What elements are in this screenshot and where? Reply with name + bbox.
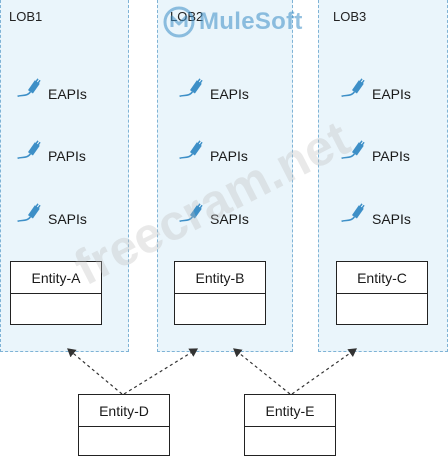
connector-plug-icon xyxy=(179,78,203,98)
mulesoft-watermark: MuleSoft xyxy=(163,6,303,38)
lob2-sapis: SAPIs xyxy=(178,203,249,229)
connector-plug-icon xyxy=(341,78,365,98)
entity-b-box: Entity-B xyxy=(174,261,266,325)
connector-plug-icon xyxy=(17,140,41,160)
lob1-eapis: EAPIs xyxy=(16,78,87,104)
entity-e-title: Entity-E xyxy=(245,395,335,427)
entity-d-title: Entity-D xyxy=(79,395,169,427)
lob3-eapis: EAPIs xyxy=(340,78,411,104)
api-label: SAPIs xyxy=(210,211,249,227)
mulesoft-wordmark: MuleSoft xyxy=(199,8,303,35)
api-label: PAPIs xyxy=(372,148,410,164)
entity-e-box: Entity-E xyxy=(244,394,336,456)
arrow-e-to-c xyxy=(291,348,357,395)
connector-plug-icon xyxy=(341,203,365,223)
lob2-papis: PAPIs xyxy=(178,140,248,166)
connector-plug-icon xyxy=(179,203,203,223)
lob3-sapis: SAPIs xyxy=(340,203,411,229)
lob1-label: LOB1 xyxy=(9,9,43,24)
lob1-sapis: SAPIs xyxy=(16,203,87,229)
entity-a-title: Entity-A xyxy=(11,262,101,294)
lob1-papis: PAPIs xyxy=(16,140,86,166)
arrow-e-to-b xyxy=(233,348,291,395)
api-label: PAPIs xyxy=(210,148,248,164)
connector-plug-icon xyxy=(17,203,41,223)
entity-c-title: Entity-C xyxy=(337,262,427,294)
api-label: EAPIs xyxy=(210,86,249,102)
arrow-d-to-b xyxy=(123,348,199,395)
api-label: EAPIs xyxy=(48,86,87,102)
entity-a-box: Entity-A xyxy=(10,261,102,325)
entity-c-box: Entity-C xyxy=(336,261,428,325)
arrow-d-to-a xyxy=(67,348,123,395)
connector-plug-icon xyxy=(17,78,41,98)
connector-plug-icon xyxy=(179,140,203,160)
lob3-papis: PAPIs xyxy=(340,140,410,166)
api-label: SAPIs xyxy=(48,211,87,227)
api-label: EAPIs xyxy=(372,86,411,102)
mulesoft-logo-icon xyxy=(163,6,195,38)
connector-plug-icon xyxy=(341,140,365,160)
entity-d-box: Entity-D xyxy=(78,394,170,456)
api-label: PAPIs xyxy=(48,148,86,164)
lob3-label: LOB3 xyxy=(333,9,367,24)
api-label: SAPIs xyxy=(372,211,411,227)
lob2-eapis: EAPIs xyxy=(178,78,249,104)
entity-b-title: Entity-B xyxy=(175,262,265,294)
